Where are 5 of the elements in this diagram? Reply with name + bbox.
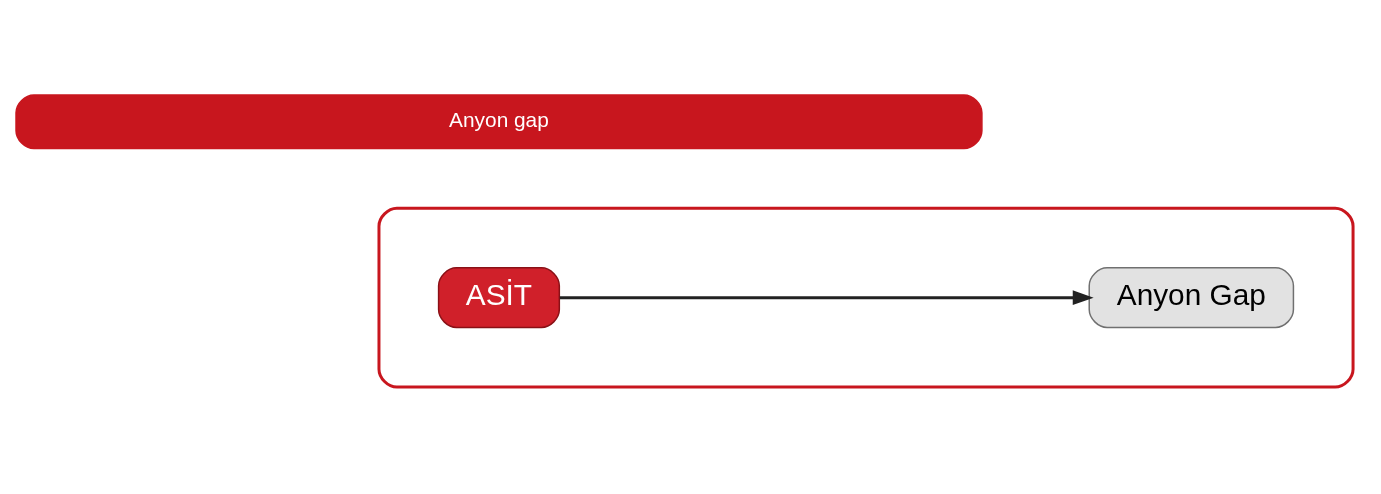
cluster xyxy=(377,206,1355,389)
node-box: ASİT xyxy=(437,267,561,329)
node-box: Anyon gap xyxy=(15,94,983,150)
arrow xyxy=(559,290,1094,305)
node-box: Anyon Gap xyxy=(1088,267,1295,329)
